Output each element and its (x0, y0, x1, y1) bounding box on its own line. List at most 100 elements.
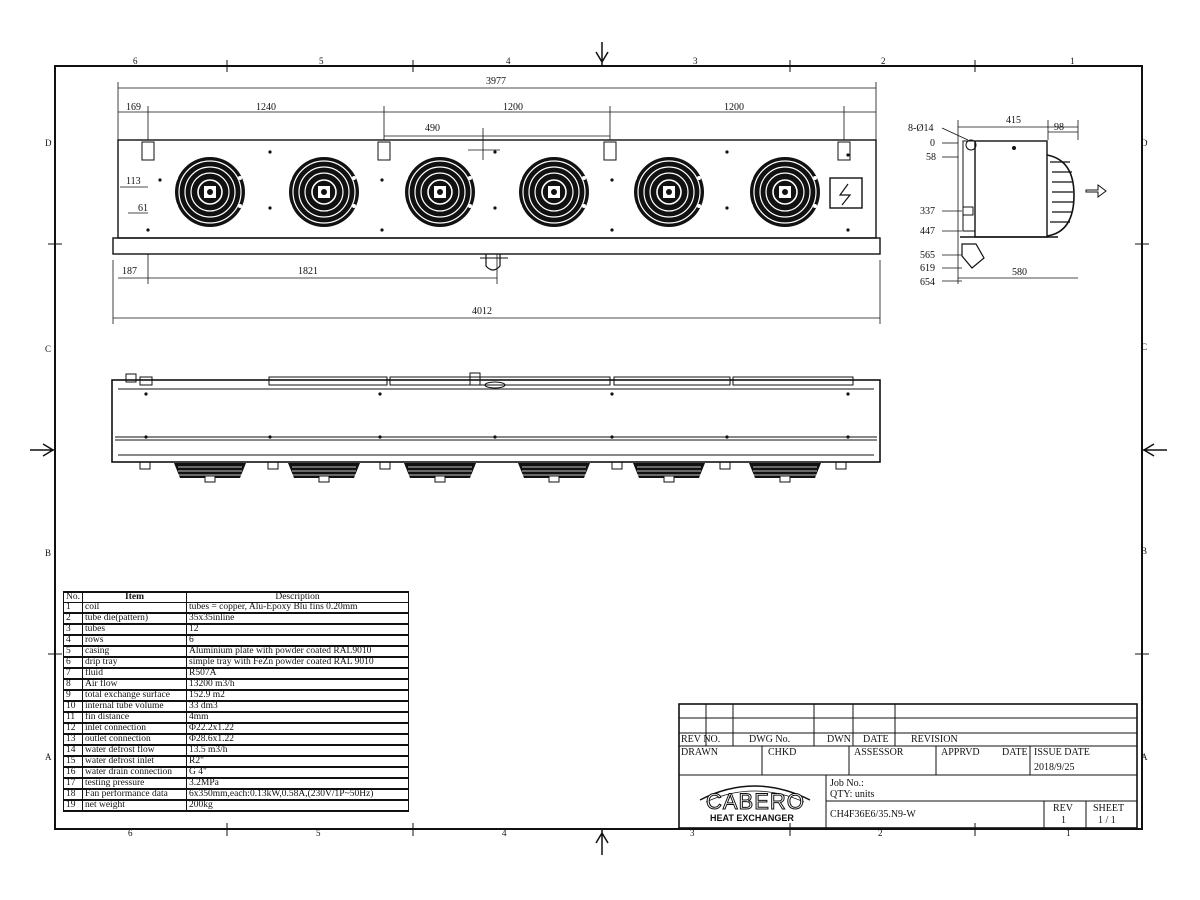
spec-row-description: 33 dm3 (186, 700, 409, 713)
side-view (941, 120, 1107, 284)
fan-guard-icon (404, 157, 475, 227)
spec-row-description: R507A (186, 667, 409, 680)
fan-guard-icon (174, 157, 245, 227)
spec-row-description: simple tray with FeZn powder coated RAL … (186, 656, 409, 669)
spec-row-description: Φ28.6x1.22 (186, 733, 409, 746)
zone-col-bottom: 5 (316, 828, 321, 838)
dim-415: 415 (1006, 115, 1021, 126)
spec-row-item: water defrost flow (82, 744, 187, 757)
spec-row-description: 6x350mm,each:0.13kW,0.58A,(230V/1P~50Hz) (186, 788, 409, 801)
sheet-value: 1 / 1 (1098, 815, 1116, 826)
revision-label: REVISION (911, 734, 958, 745)
front-view (112, 82, 881, 324)
spec-row-description: 3.2MPa (186, 777, 409, 790)
zone-row-left: D (45, 138, 52, 148)
spec-row-no: 2 (63, 612, 83, 625)
spec-row-description: 152.9 m2 (186, 689, 409, 702)
dim-654: 654 (920, 277, 935, 288)
fan-motor-icon (749, 463, 821, 483)
zone-row-right: C (1141, 342, 1147, 352)
spec-row-no: 3 (63, 623, 83, 636)
zone-col-bottom: 6 (128, 828, 133, 838)
top-fan-group (174, 463, 821, 483)
zone-col-bottom: 1 (1066, 828, 1071, 838)
spec-row-description: 200kg (186, 799, 409, 812)
dim-1200: 1200 (724, 102, 744, 113)
spec-row-description: 13.5 m3/h (186, 744, 409, 757)
date2-label: DATE (1002, 747, 1028, 758)
zone-col-top: 4 (506, 56, 511, 66)
spec-row-description: tubes = copper, Alu-Epoxy Blu fins 0.20m… (186, 602, 409, 614)
zone-col-top: 3 (693, 56, 698, 66)
zone-col-bottom: 2 (878, 828, 883, 838)
dim-4012: 4012 (472, 306, 492, 317)
dim-619: 619 (920, 263, 935, 274)
spec-table-header: No. Item Description (63, 591, 409, 603)
front-fan-group (174, 157, 820, 227)
dim-1200: 1200 (503, 102, 523, 113)
top-casing (111, 379, 881, 463)
dim-113: 113 (126, 176, 141, 187)
dim-580: 580 (1012, 267, 1027, 278)
spec-row-no: 11 (63, 711, 83, 724)
spec-row-item: total exchange surface (82, 689, 187, 702)
spec-row-item: net weight (82, 799, 187, 812)
spec-row-no: 7 (63, 667, 83, 680)
fan-motor-icon (518, 463, 590, 483)
top-view (111, 372, 881, 470)
dim-1240: 1240 (256, 102, 276, 113)
zone-labels: 6 5 4 3 2 1 6 5 4 3 2 1 D C B A D C B A (45, 56, 1148, 838)
spec-row-no: 12 (63, 722, 83, 735)
zone-row-left: A (45, 752, 52, 762)
zone-col-bottom: 3 (690, 828, 695, 838)
electrical-box (829, 177, 863, 209)
fan-motor-icon (288, 463, 360, 483)
side-drain (961, 243, 985, 269)
spec-row-no: 4 (63, 634, 83, 647)
dim-169: 169 (126, 102, 141, 113)
spec-row-no: 13 (63, 733, 83, 746)
dim-337: 337 (920, 206, 935, 217)
drain-outlet (485, 254, 501, 271)
fan-motor-icon (633, 463, 705, 483)
drawn-label: DRAWN (681, 747, 718, 758)
spec-row-no: 19 (63, 799, 83, 812)
rev-value: 1 (1061, 815, 1066, 826)
spec-row-no: 15 (63, 755, 83, 768)
fan-motor-icon (404, 463, 476, 483)
spec-row-description: Aluminium plate with powder coated RAL90… (186, 645, 409, 658)
rev-label: REV (1053, 803, 1073, 814)
side-casing (974, 140, 1048, 238)
dim-3977: 3977 (486, 76, 506, 87)
spec-row-item: Fan performance data (82, 788, 187, 801)
spec-row-item: inlet connection (82, 722, 187, 735)
rev-no-label: REV NO. (681, 734, 721, 745)
side-dimension-labels: 8-Ø14 415 98 0 58 337 447 565 619 654 58… (908, 115, 1064, 288)
chkd-label: CHKD (768, 747, 797, 758)
dwn-label: DWN (827, 734, 851, 745)
dim-0: 0 (930, 138, 935, 149)
model-number: CH4F36E6/35.N9-W (830, 809, 916, 820)
spec-row-no: 10 (63, 700, 83, 713)
spec-row-no: 1 (63, 602, 83, 614)
zone-col-top: 5 (319, 56, 324, 66)
front-drip-tray (112, 237, 881, 255)
spec-row-description: Φ22.2x1.22 (186, 722, 409, 735)
zone-row-right: D (1141, 138, 1148, 148)
